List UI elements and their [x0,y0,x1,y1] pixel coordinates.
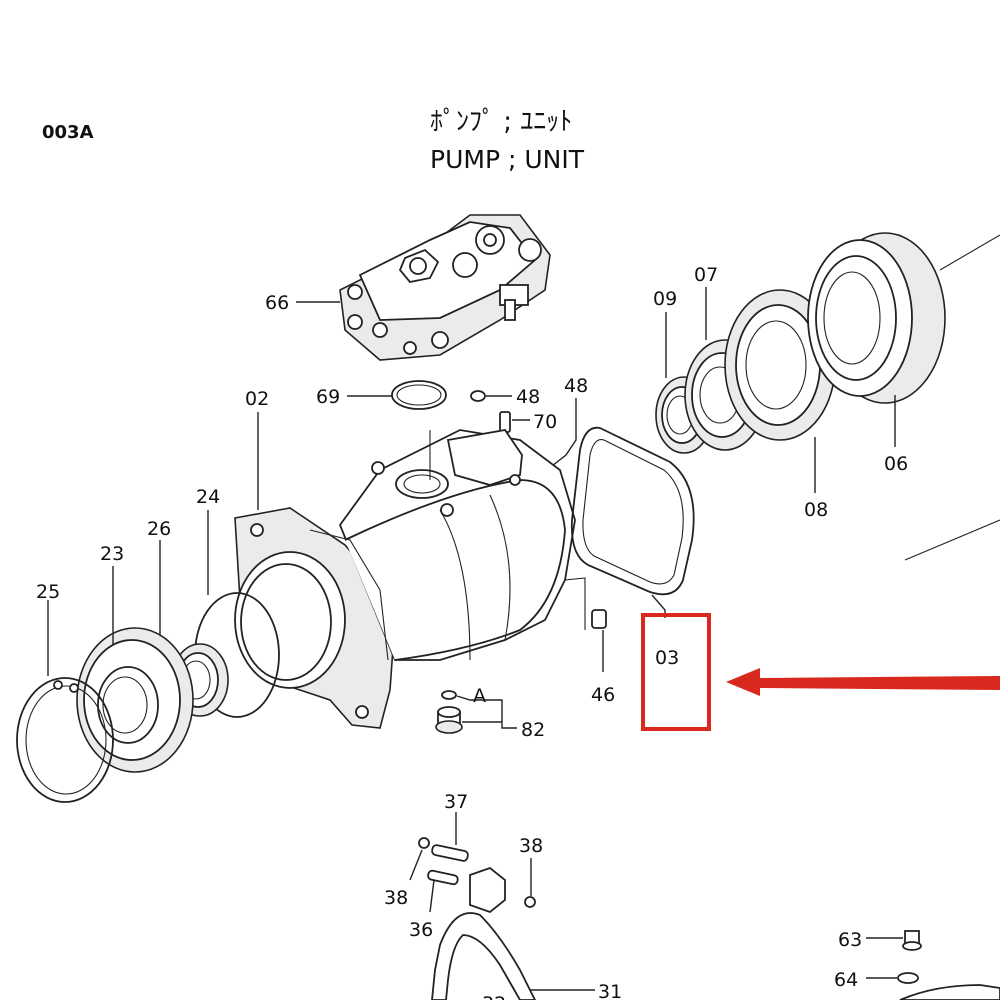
highlight-box-03 [641,613,711,731]
label-a: A [473,685,486,707]
sheet-code: 003A [42,122,94,143]
label-48: 48 [516,386,540,408]
title-japanese: ﾎﾟﾝﾌﾟ ; ﾕﾆｯﾄ [430,107,572,137]
label-38-left: 38 [384,887,408,909]
part-bolt-38-right [524,896,536,908]
leader-line [409,849,423,881]
label-64: 64 [834,969,858,991]
part-regulator-66 [339,214,551,361]
part-housing-edge [899,984,1000,1000]
part-small-o-ring-48 [470,390,486,402]
label-38-right: 38 [519,835,543,857]
background-line [939,234,1000,271]
label-46: 46 [591,684,615,706]
highlight-arrow [726,668,1000,696]
label-25: 25 [36,581,60,603]
label-31: 31 [598,981,622,1000]
title-english: PUMP ; UNIT [430,145,585,174]
label-37: 37 [444,791,468,813]
part-pin-70 [499,411,511,433]
label-07: 07 [694,264,718,286]
part-washer-64 [897,972,919,984]
label-32: 32 [482,993,506,1000]
label-70: 70 [533,411,557,433]
part-large-bearing-06 [807,232,946,404]
label-24: 24 [196,486,220,508]
label-09: 09 [653,288,677,310]
label-02: 02 [245,388,269,410]
part-bolt-63 [902,930,922,951]
part-small-o-ring-a [441,690,457,700]
label-69: 69 [316,386,340,408]
part-lever-assembly [427,844,537,1000]
part-plug-82 [435,706,463,734]
part-pin-46 [591,609,607,629]
part-snap-ring-25 [16,677,114,803]
label-66: 66 [265,292,289,314]
label-82: 82 [521,719,545,741]
label-03: 03 [655,647,679,669]
label-48-b: 48 [564,375,588,397]
part-cover-plate-23 [76,627,194,773]
label-08: 08 [804,499,828,521]
leader-line [551,398,577,467]
label-06: 06 [884,453,908,475]
part-o-ring-69-inner [396,384,442,406]
part-bolt-38-left [418,837,430,849]
background-line [904,519,1000,561]
leader-line [564,577,586,630]
part-pump-casing-02 [234,429,576,729]
label-36: 36 [409,919,433,941]
leader-line [429,879,435,913]
part-gasket-03 [570,426,695,596]
label-26: 26 [147,518,171,540]
label-23: 23 [100,543,124,565]
part-o-ring-69 [391,380,447,410]
label-63: 63 [838,929,862,951]
leader-line [456,695,517,729]
